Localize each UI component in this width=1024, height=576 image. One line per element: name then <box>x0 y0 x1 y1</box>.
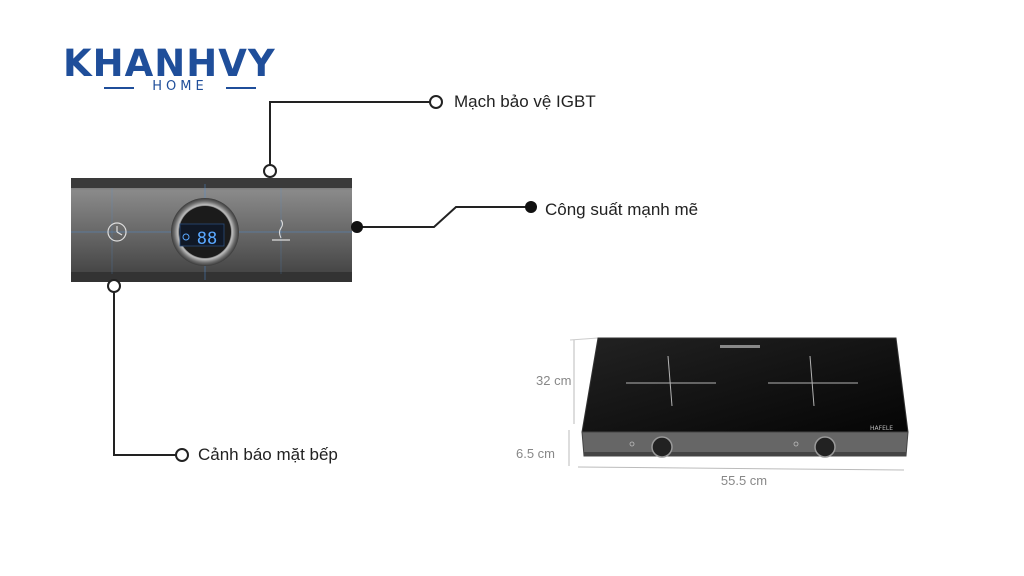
clock-icon <box>107 222 127 242</box>
callout-label-warning: Cảnh báo mặt bếp <box>198 445 338 464</box>
logo-wordmark: KHANHVY <box>63 42 276 85</box>
knob-display: 88 <box>171 198 239 266</box>
brand-label: HAFELE <box>870 425 893 432</box>
hot-surface-icon <box>272 219 290 241</box>
control-panel: 88 <box>71 178 352 282</box>
logo-subtitle: HOME <box>152 79 208 94</box>
callout-igbt <box>263 95 443 178</box>
dimension-depth: 32 cm <box>536 373 571 388</box>
logo-subline: HOME <box>104 79 256 94</box>
dimension-width: 55.5 cm <box>721 473 767 488</box>
callout-power <box>351 201 537 233</box>
dimension-height: 6.5 cm <box>516 446 555 461</box>
knob-icon <box>651 436 836 458</box>
callout-label-power: Công suất mạnh mẽ <box>545 200 699 219</box>
callout-warning <box>107 279 189 462</box>
cooktop-product: HAFELE <box>568 337 909 471</box>
display-digits: 88 <box>197 229 217 249</box>
callout-label-igbt: Mạch bảo vệ IGBT <box>454 92 596 111</box>
